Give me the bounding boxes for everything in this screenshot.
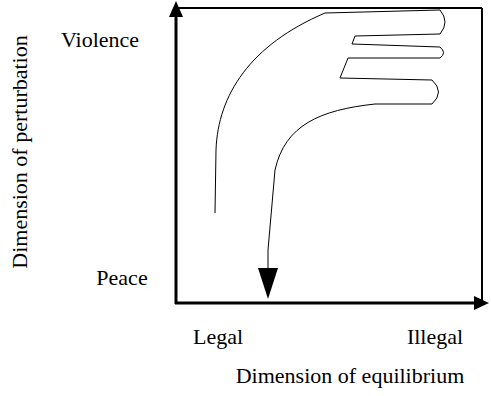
axis-arrowhead bbox=[474, 296, 489, 310]
trajectory-arrowhead bbox=[258, 268, 278, 299]
axis-title: Dimension of equilibrium bbox=[236, 364, 465, 388]
axis-end-label: Violence bbox=[61, 28, 139, 52]
axes-frame bbox=[175, 8, 482, 304]
trajectory-curve bbox=[215, 10, 445, 272]
axis-end-label: Legal bbox=[193, 325, 243, 349]
axis-title: Dimension of perturbation bbox=[8, 35, 32, 268]
axis-arrowhead bbox=[169, 1, 183, 17]
axis-end-label: Illegal bbox=[407, 325, 463, 349]
axis-end-label: Peace bbox=[96, 266, 147, 290]
